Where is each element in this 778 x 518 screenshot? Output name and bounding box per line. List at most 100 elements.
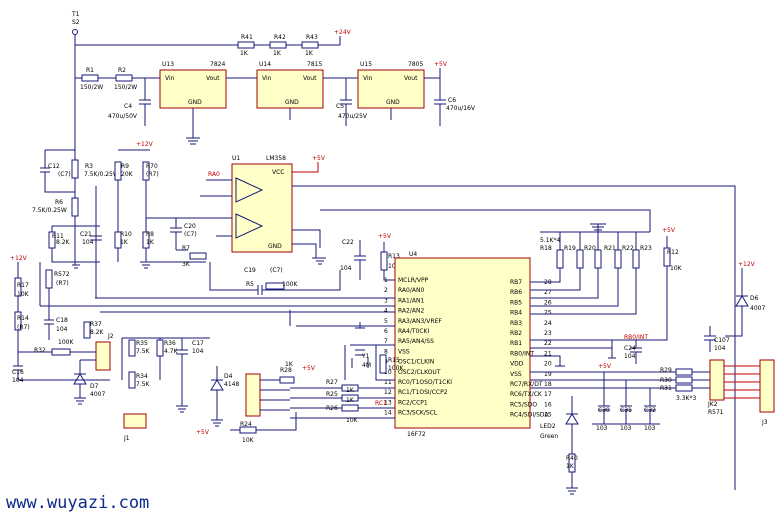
svg-text:103: 103: [644, 425, 656, 432]
mcu-pin-number: 16: [544, 401, 552, 408]
mcu-pin-number: 23: [544, 330, 552, 337]
svg-text:C32: C32: [644, 407, 656, 414]
svg-text:+5V: +5V: [598, 363, 612, 370]
svg-text:(C7): (C7): [270, 267, 283, 274]
svg-text:VCC: VCC: [272, 169, 284, 176]
svg-text:470u/16V: 470u/16V: [446, 105, 476, 112]
svg-text:7.5K: 7.5K: [136, 348, 151, 355]
svg-text:U1: U1: [232, 155, 240, 162]
svg-text:R27: R27: [326, 379, 338, 386]
svg-text:1K: 1K: [240, 50, 249, 57]
svg-text:5.1K*4: 5.1K*4: [540, 237, 560, 244]
svg-text:R41: R41: [241, 34, 253, 41]
svg-text:150/2W: 150/2W: [114, 84, 137, 91]
regulator-u14: U14 7815 Vin Vout GND: [256, 61, 324, 109]
svg-text:+5V: +5V: [196, 429, 210, 436]
svg-text:+5V: +5V: [302, 365, 316, 372]
mcu-pin-number: 10: [384, 369, 392, 376]
svg-text:U15: U15: [360, 61, 372, 68]
svg-text:1K: 1K: [146, 239, 155, 246]
svg-text:8.2K: 8.2K: [90, 329, 105, 336]
mcu-pin-number: 26: [544, 299, 552, 306]
svg-text:R10: R10: [120, 231, 132, 238]
svg-text:C107: C107: [714, 337, 730, 344]
mcu-pin-number: 15: [544, 412, 552, 419]
r35-r36-c17-r34: R35 7.5K R36 4.7K C17 104 R34 7.5K J1: [121, 337, 210, 442]
svg-text:Vout: Vout: [206, 75, 220, 82]
mcu-pin-number: 7: [384, 338, 388, 345]
svg-text:R15: R15: [388, 357, 400, 364]
ground-icon: [186, 137, 200, 145]
svg-text:1K: 1K: [566, 463, 575, 470]
r41-chain-wire: [75, 36, 341, 46]
ground-icons: [70, 249, 326, 427]
svg-text:(R7): (R7): [146, 171, 159, 178]
svg-text:R8: R8: [146, 231, 154, 238]
mcu-pin-name: OSC1/CLKIN: [398, 359, 434, 366]
mcu-pin-number: 14: [384, 410, 392, 417]
opamp-out1-wire: [292, 185, 736, 490]
watermark-text: www.wuyazi.com: [6, 493, 149, 513]
c22-r13: C22 104 +5V R13 10K: [340, 233, 401, 281]
mcu-pin-number: 1: [384, 277, 388, 284]
svg-text:D6: D6: [750, 295, 759, 302]
mcu-pin-name: RB4: [510, 310, 522, 317]
svg-text:R572: R572: [54, 271, 70, 278]
svg-text:R3: R3: [85, 163, 93, 170]
input-terminal: T1 S2: [71, 11, 80, 35]
svg-text:+24V: +24V: [334, 29, 352, 36]
mcu-pin-name: RC1/T1OSI/CCP2: [398, 389, 448, 396]
c12-r3-network: C12 (C7) R3 7.5K/0.25W R6 7.5K/0.25W: [32, 149, 119, 217]
mcu-pin-name: RB6: [510, 289, 522, 296]
svg-text:D7: D7: [90, 383, 99, 390]
svg-text:R12: R12: [667, 249, 679, 256]
cap-c6: C6 470u/16V: [434, 78, 476, 126]
mcu-pin-number: 21: [544, 350, 552, 357]
svg-text:7.5K/0.25W: 7.5K/0.25W: [84, 171, 119, 178]
svg-text:104: 104: [714, 345, 726, 352]
svg-text:1K: 1K: [346, 387, 355, 394]
svg-text:C6: C6: [448, 97, 456, 104]
svg-text:C20: C20: [184, 223, 196, 230]
mcu-pin-number: 12: [384, 389, 392, 396]
svg-text:R20: R20: [584, 245, 596, 252]
mcu-pin-name: VDD: [510, 361, 524, 368]
svg-text:C24: C24: [624, 345, 636, 352]
mcu-pin-name: RC6/TX/CK: [510, 391, 543, 398]
mcu-pin-name: RB7: [510, 279, 522, 286]
svg-text:RC1: RC1: [375, 400, 387, 407]
svg-text:D4: D4: [224, 373, 233, 380]
mcu-pin-number: 6: [384, 328, 388, 335]
mcu-pin-number: 8: [384, 348, 388, 355]
wire-vss: [355, 322, 365, 329]
svg-text:103: 103: [620, 425, 632, 432]
mcu-pin-number: 2: [384, 287, 388, 294]
svg-text:R22: R22: [622, 245, 634, 252]
svg-text:C30: C30: [598, 407, 610, 414]
svg-text:20K: 20K: [121, 171, 134, 178]
svg-text:R25: R25: [326, 391, 338, 398]
svg-text:C17: C17: [192, 340, 204, 347]
wire-ra5: [289, 310, 395, 327]
mcu-pin-name: RC7/RX/DT: [510, 381, 543, 388]
mcu-pin-number: 24: [544, 320, 552, 327]
svg-text:R42: R42: [274, 34, 286, 41]
svg-text:GND: GND: [285, 99, 299, 106]
svg-text:R37: R37: [90, 321, 102, 328]
svg-text:7824: 7824: [210, 61, 225, 68]
mcu-pin-name: RA1/AN1: [398, 297, 424, 304]
svg-text:10K: 10K: [242, 437, 255, 444]
svg-text:R7: R7: [182, 245, 190, 252]
led2: LED2 Green R40 1K: [540, 396, 579, 495]
svg-text:7.5K: 7.5K: [136, 381, 151, 388]
svg-text:104: 104: [82, 239, 94, 246]
mcu-pin-name: RA4/T0CKI: [398, 328, 429, 335]
svg-text:10K: 10K: [346, 417, 359, 424]
svg-text:R11: R11: [52, 233, 64, 240]
d6-c107: +12V D6 4007 C107 104: [704, 261, 765, 352]
svg-text:R26: R26: [326, 405, 338, 412]
svg-text:R571: R571: [708, 409, 724, 416]
svg-text:+5V: +5V: [378, 233, 392, 240]
